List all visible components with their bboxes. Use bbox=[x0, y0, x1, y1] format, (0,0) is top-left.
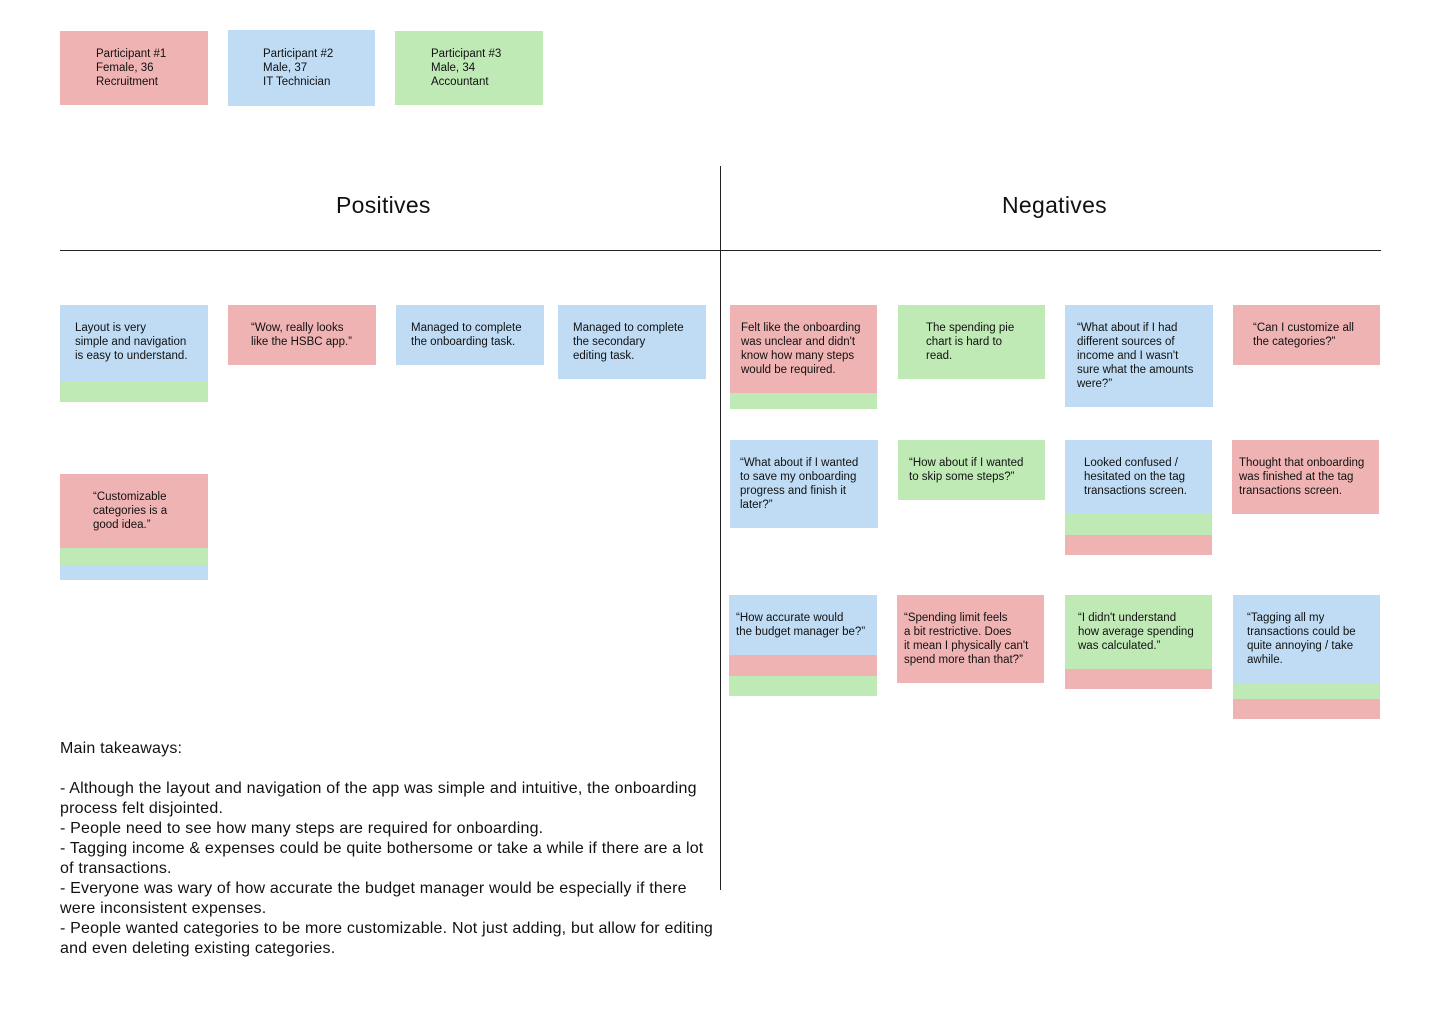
takeaway-item: - People need to see how many steps are … bbox=[60, 820, 544, 837]
negatives-heading: Negatives bbox=[1002, 192, 1107, 218]
note-text: The spending pie chart is hard to read. bbox=[926, 322, 1015, 362]
takeaway-item: - Tagging income & expenses could be qui… bbox=[60, 840, 704, 877]
takeaway-item: - Everyone was wary of how accurate the … bbox=[60, 880, 687, 917]
note-text: “How about if I wanted to skip some step… bbox=[909, 457, 1024, 483]
participant-note-3: Participant #3 Male, 34 Accountant bbox=[395, 31, 543, 105]
participant-tag-strip bbox=[1065, 535, 1212, 555]
positive-note-3: Managed to complete the onboarding task. bbox=[396, 305, 544, 365]
note-text: Looked confused / hesitated on the tag t… bbox=[1084, 457, 1187, 497]
note-text: “Customizable categories is a good idea.… bbox=[93, 491, 168, 531]
note-text: Felt like the onboarding was unclear and… bbox=[741, 322, 861, 376]
note-text: “Tagging all my transactions could be qu… bbox=[1247, 612, 1356, 666]
column-divider bbox=[720, 166, 721, 890]
note-text: Managed to complete the secondary editin… bbox=[573, 322, 684, 362]
main-takeaways: Main takeaways: - Although the layout an… bbox=[60, 739, 720, 959]
participant-note-text: Participant #3 Male, 34 Accountant bbox=[431, 48, 502, 88]
note-text: “What about if I had different sources o… bbox=[1077, 322, 1194, 390]
takeaways-title: Main takeaways: bbox=[60, 740, 183, 757]
positive-note-5: “Customizable categories is a good idea.… bbox=[60, 474, 208, 580]
header-divider bbox=[60, 250, 1381, 251]
note-text: Layout is very simple and navigation is … bbox=[75, 322, 188, 362]
participant-tag-strip bbox=[729, 676, 877, 696]
negative-note-11: “I didn't understand how average spendin… bbox=[1065, 595, 1212, 689]
takeaway-item: - Although the layout and navigation of … bbox=[60, 780, 697, 817]
participant-tag-strip bbox=[60, 565, 208, 580]
negative-note-7: Looked confused / hesitated on the tag t… bbox=[1065, 440, 1212, 555]
note-text: Thought that onboarding was finished at … bbox=[1239, 457, 1365, 497]
note-text: “What about if I wanted to save my onboa… bbox=[740, 457, 859, 511]
negative-note-6: “How about if I wanted to skip some step… bbox=[898, 440, 1045, 500]
negative-note-1: Felt like the onboarding was unclear and… bbox=[730, 305, 877, 409]
positive-note-1: Layout is very simple and navigation is … bbox=[60, 305, 208, 402]
negative-note-2: The spending pie chart is hard to read. bbox=[898, 305, 1045, 379]
takeaway-item: - People wanted categories to be more cu… bbox=[60, 920, 714, 957]
note-text: Managed to complete the onboarding task. bbox=[411, 322, 522, 348]
participant-note-1: Participant #1 Female, 36 Recruitment bbox=[60, 31, 208, 105]
negative-note-5: “What about if I wanted to save my onboa… bbox=[730, 440, 878, 528]
note-text: “How accurate would the budget manager b… bbox=[736, 612, 866, 638]
participant-note-2: Participant #2 Male, 37 IT Technician bbox=[228, 30, 375, 106]
note-text: “Spending limit feels a bit restrictive.… bbox=[904, 612, 1029, 666]
negative-note-4: “Can I customize all the categories?” bbox=[1233, 305, 1380, 365]
negative-note-12: “Tagging all my transactions could be qu… bbox=[1233, 595, 1380, 719]
participant-tag-strip bbox=[1233, 699, 1380, 719]
negative-note-3: “What about if I had different sources o… bbox=[1065, 305, 1213, 407]
negative-note-8: Thought that onboarding was finished at … bbox=[1232, 440, 1379, 514]
participant-tag-strip bbox=[730, 393, 877, 409]
participant-tag-strip bbox=[60, 548, 208, 565]
positive-note-2: “Wow, really looks like the HSBC app.” bbox=[228, 305, 376, 365]
negative-note-10: “Spending limit feels a bit restrictive.… bbox=[897, 595, 1044, 683]
note-text: “I didn't understand how average spendin… bbox=[1078, 612, 1194, 652]
participant-tag-strip bbox=[1233, 683, 1380, 699]
participant-tag-strip bbox=[1065, 669, 1212, 689]
participant-note-text: Participant #1 Female, 36 Recruitment bbox=[96, 48, 167, 88]
participant-tag-strip bbox=[729, 655, 877, 676]
note-text: “Wow, really looks like the HSBC app.” bbox=[251, 322, 352, 348]
negative-note-9: “How accurate would the budget manager b… bbox=[729, 595, 877, 696]
participant-tag-strip bbox=[1065, 514, 1212, 535]
note-text: “Can I customize all the categories?” bbox=[1253, 322, 1354, 348]
positive-note-4: Managed to complete the secondary editin… bbox=[558, 305, 706, 379]
participant-note-text: Participant #2 Male, 37 IT Technician bbox=[263, 48, 334, 88]
takeaways-spacer bbox=[60, 759, 720, 779]
participant-tag-strip bbox=[60, 381, 208, 402]
positives-heading: Positives bbox=[336, 192, 431, 218]
